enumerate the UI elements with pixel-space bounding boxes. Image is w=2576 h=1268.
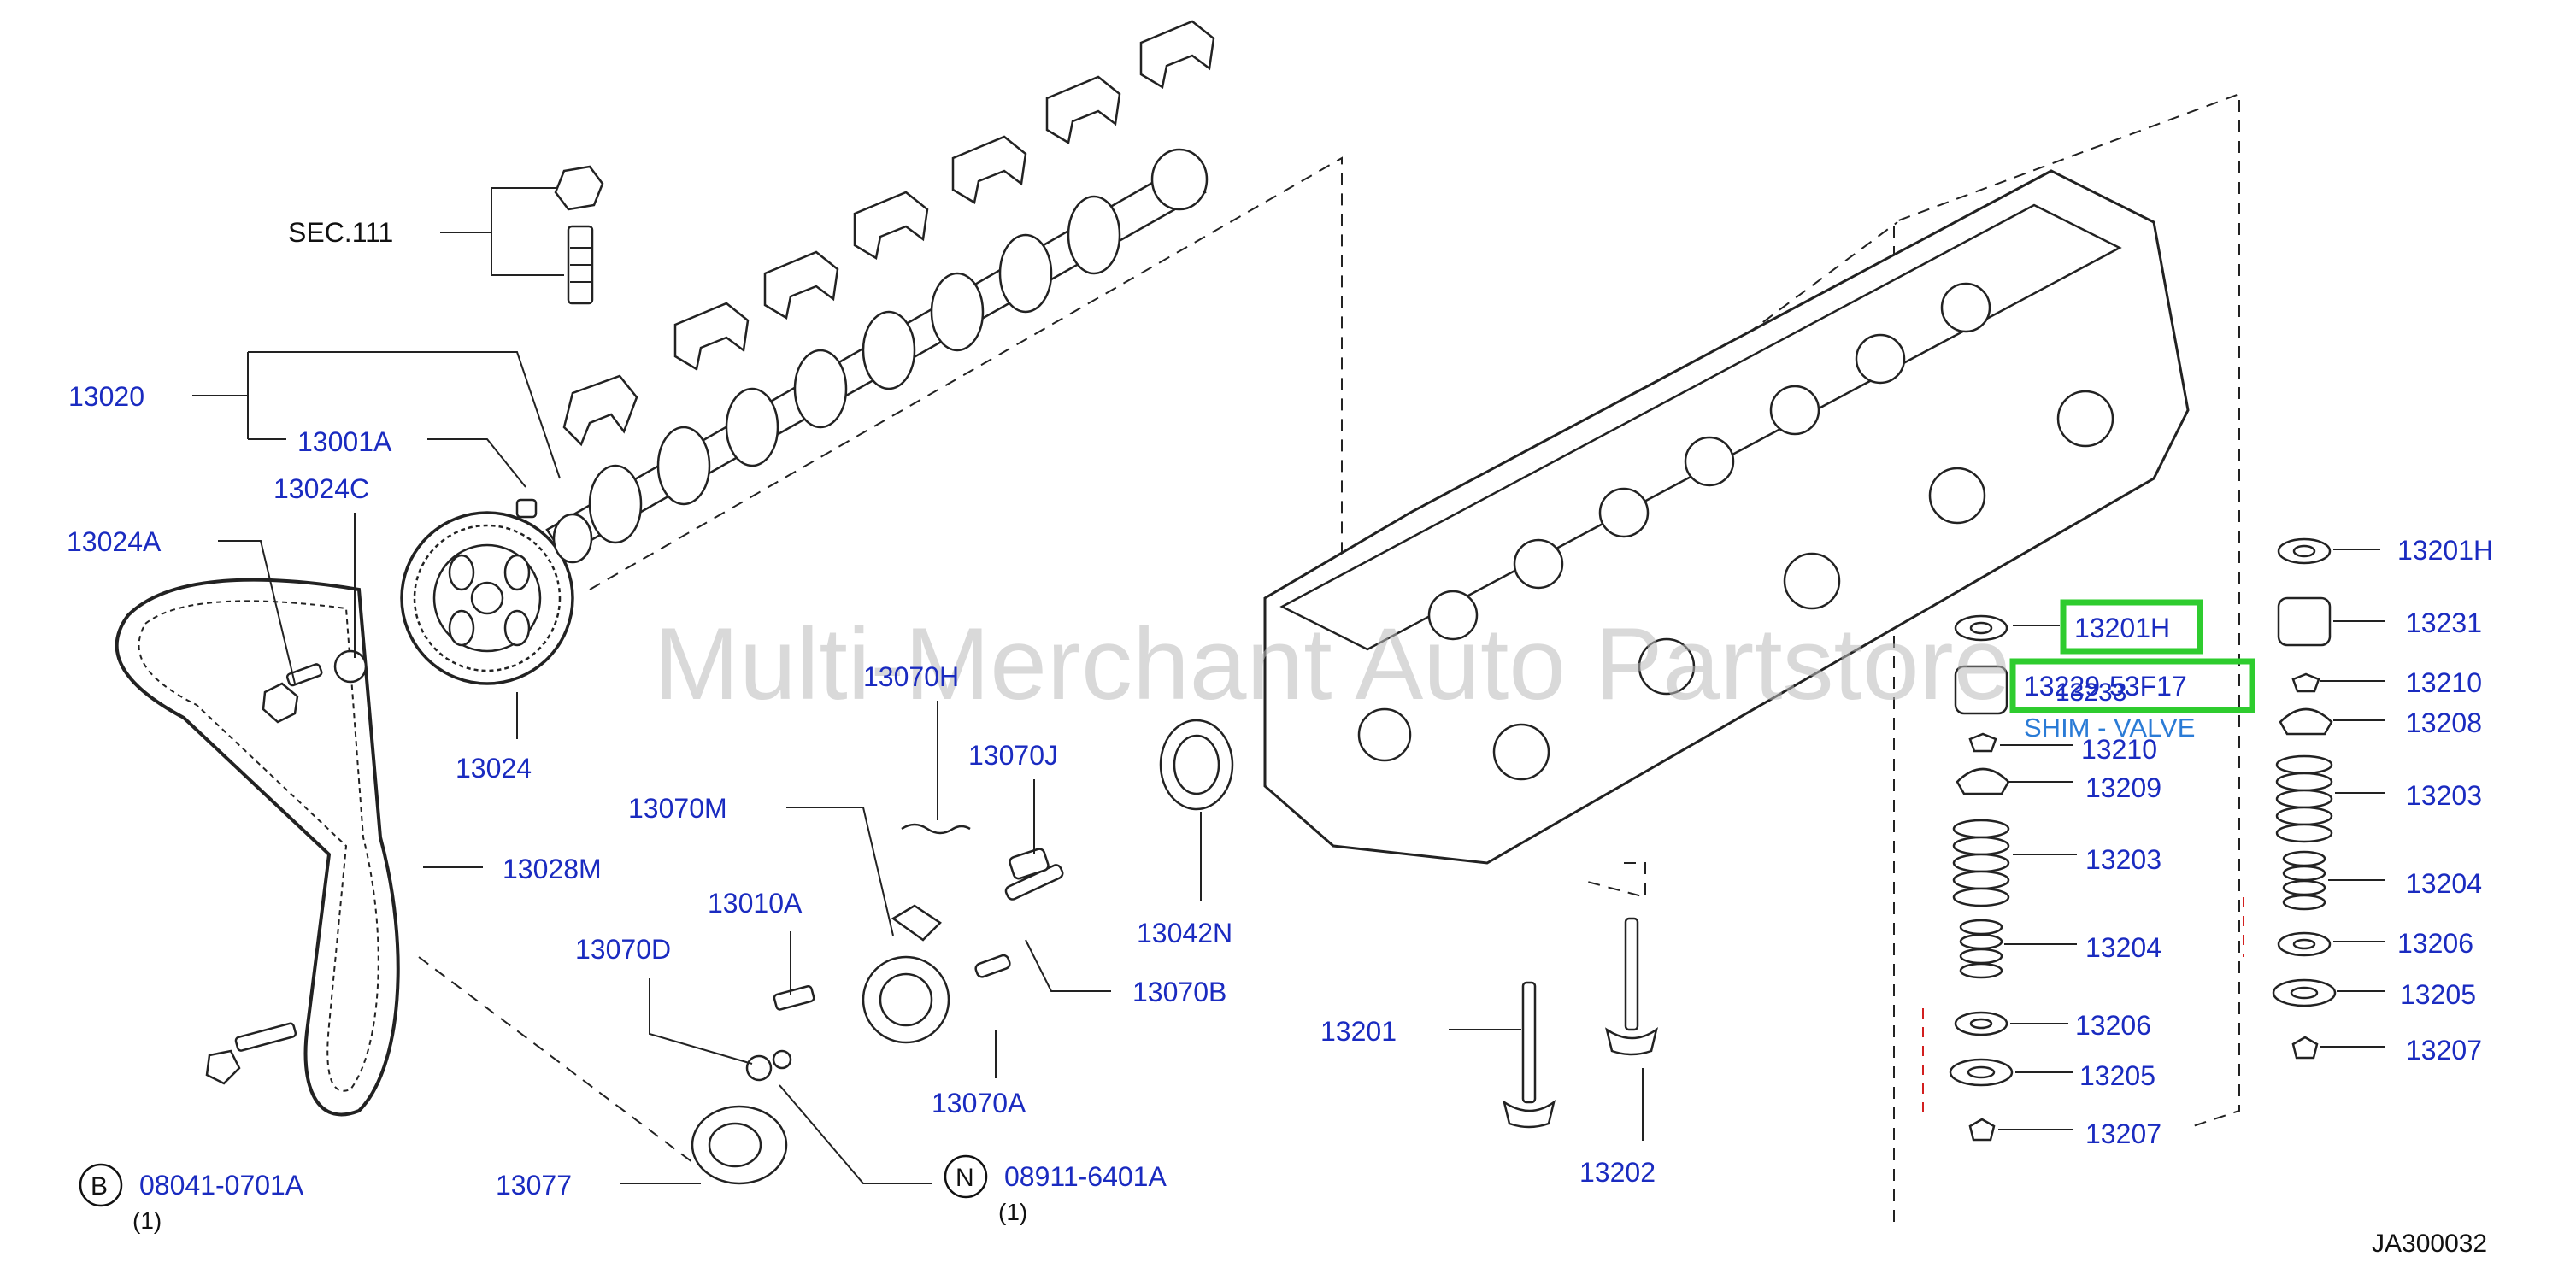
watermark: Multi-Merchant Auto Partstore [654, 607, 2010, 721]
label-13020[interactable]: 13020 [68, 381, 144, 412]
label-13208[interactable]: 13208 [2406, 707, 2482, 738]
label-13042N[interactable]: 13042N [1137, 918, 1232, 948]
label-n-qty: (1) [998, 1199, 1027, 1225]
label-shim-valve[interactable]: SHIM - VALVE [2024, 713, 2195, 743]
idler-pulley [691, 1105, 788, 1185]
label-08911-6401A[interactable]: 08911-6401A [1004, 1161, 1167, 1192]
belt-tensioner-assembly [745, 823, 1064, 1082]
tensioner-bolt-b [205, 1022, 297, 1085]
leader-lines [192, 187, 2385, 1184]
label-13077[interactable]: 13077 [496, 1170, 572, 1200]
highlighted-parts: 13201H 13229 53F17 13233 SHIM - VALVE [2009, 599, 2255, 743]
label-b-qty: (1) [132, 1207, 162, 1234]
label-shim-overlap-2[interactable]: 53F17 [2109, 671, 2187, 702]
label-13070H[interactable]: 13070H [863, 661, 959, 692]
label-13024[interactable]: 13024 [456, 753, 532, 784]
timing-belt [115, 578, 400, 1117]
highlight-box-shim [2009, 658, 2255, 713]
badge-n-letter: N [956, 1164, 974, 1192]
label-shim-overlap-1[interactable]: 13229 [2024, 671, 2100, 702]
sec111-bolt-and-nut [554, 165, 604, 305]
sprocket-bolt [262, 649, 368, 724]
label-13001A[interactable]: 13001A [297, 426, 392, 457]
valve-stack-right [2272, 537, 2337, 1060]
label-13201H-highlight[interactable]: 13201H [2074, 613, 2170, 643]
label-13204-mid[interactable]: 13204 [2085, 932, 2161, 963]
label-13209[interactable]: 13209 [2085, 772, 2161, 803]
label-13201[interactable]: 13201 [1320, 1016, 1397, 1047]
label-13231[interactable]: 13231 [2406, 608, 2482, 638]
badge-b: B 08041-0701A (1) [79, 1163, 304, 1234]
camshaft [545, 148, 1209, 564]
label-13210-right[interactable]: 13210 [2406, 667, 2482, 698]
badge-b-letter: B [91, 1172, 108, 1200]
label-13202[interactable]: 13202 [1579, 1157, 1656, 1188]
label-13203-right[interactable]: 13203 [2406, 780, 2482, 811]
part-labels: SEC.111 13020 13001A 13024C 13024A 13024… [67, 217, 2493, 1200]
label-13205-right[interactable]: 13205 [2400, 979, 2476, 1010]
label-13206-mid[interactable]: 13206 [2075, 1010, 2151, 1041]
label-sec111[interactable]: SEC.111 [288, 217, 393, 248]
cam-sprocket [400, 498, 574, 685]
label-13070J[interactable]: 13070J [968, 740, 1058, 771]
label-13210-mid[interactable]: 13210 [2081, 734, 2157, 765]
label-13070B[interactable]: 13070B [1132, 977, 1226, 1007]
label-13024C[interactable]: 13024C [273, 473, 369, 504]
label-13206-right[interactable]: 13206 [2397, 928, 2473, 959]
label-13207-mid[interactable]: 13207 [2085, 1118, 2161, 1149]
cylinder-head [1263, 169, 2190, 865]
label-13205-mid[interactable]: 13205 [2079, 1060, 2155, 1091]
label-13024A[interactable]: 13024A [67, 526, 162, 557]
exhaust-valve [1605, 917, 1658, 1056]
front-oil-seal [1159, 719, 1234, 811]
diagram-reference-code: JA300032 [2372, 1230, 2487, 1258]
intake-valve [1503, 981, 1556, 1129]
highlight-box-13201H [2060, 599, 2203, 655]
valve-stack-middle [1949, 614, 2014, 1142]
label-13070M[interactable]: 13070M [628, 793, 727, 824]
label-13204-right[interactable]: 13204 [2406, 868, 2482, 899]
label-13207-right[interactable]: 13207 [2406, 1035, 2482, 1065]
cam-bearing-caps [562, 20, 1215, 447]
label-13010A[interactable]: 13010A [708, 888, 803, 919]
label-08041-0701A[interactable]: 08041-0701A [139, 1170, 304, 1200]
label-13070D[interactable]: 13070D [575, 934, 671, 965]
label-13070A[interactable]: 13070A [932, 1088, 1026, 1118]
label-13203-mid[interactable]: 13203 [2085, 844, 2161, 875]
label-13201H-right[interactable]: 13201H [2397, 535, 2493, 566]
label-shim-overlap-3[interactable]: 13233 [2056, 678, 2126, 707]
label-13028M[interactable]: 13028M [503, 854, 602, 884]
badge-n: N 08911-6401A (1) [944, 1154, 1167, 1225]
